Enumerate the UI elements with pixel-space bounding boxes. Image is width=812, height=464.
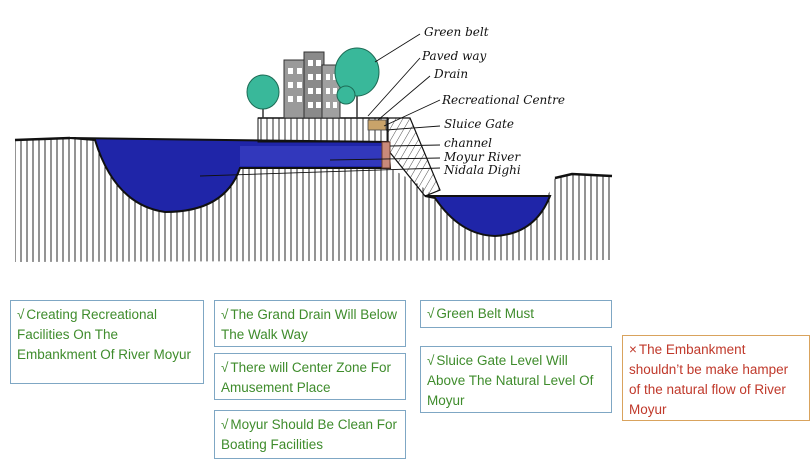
- check-mark-icon: √: [427, 306, 435, 321]
- cross-mark-icon: ×: [629, 342, 637, 357]
- note-sluice-gate-level: √Sluice Gate Level Will Above The Natura…: [420, 346, 612, 413]
- label-nidala-dighi: Nidala Dighi: [443, 163, 521, 177]
- moyur-river-water: [424, 195, 552, 238]
- buildings: [283, 51, 341, 119]
- note-moyur-clean: √Moyur Should Be Clean For Boating Facil…: [214, 410, 406, 459]
- note-text: Moyur Should Be Clean For Boating Facili…: [221, 417, 398, 452]
- label-sluice-gate: Sluice Gate: [444, 117, 514, 131]
- note-text: The Embankment shouldn’t be make hamper …: [629, 342, 789, 417]
- label-recreational-centre: Recreational Centre: [441, 93, 565, 107]
- check-mark-icon: √: [17, 307, 25, 322]
- label-drain: Drain: [433, 67, 468, 81]
- sluice-gate: [381, 141, 391, 169]
- note-embankment-warning: ×The Embankment shouldn’t be make hamper…: [622, 335, 810, 421]
- embankment-section-diagram: Green belt Paved way Drain Recreational …: [14, 25, 613, 262]
- label-green-belt: Green belt: [424, 25, 489, 39]
- label-moyur-river: Moyur River: [443, 150, 521, 164]
- note-green-belt: √Green Belt Must: [420, 300, 612, 328]
- note-text: Creating Recreational Facilities On The …: [17, 307, 192, 362]
- leader-lines: [199, 33, 441, 177]
- note-grand-drain: √The Grand Drain Will Below The Walk Way: [214, 300, 406, 347]
- note-text: The Grand Drain Will Below The Walk Way: [221, 307, 397, 342]
- recreational-centre: [367, 119, 387, 131]
- label-paved-way: Paved way: [421, 49, 486, 63]
- note-text: Green Belt Must: [436, 306, 534, 321]
- check-mark-icon: √: [221, 307, 229, 322]
- note-text: There will Center Zone For Amusement Pla…: [221, 360, 391, 395]
- label-channel: channel: [444, 136, 492, 150]
- note-recreational-facilities: √Creating Recreational Facilities On The…: [10, 300, 204, 384]
- channel-water: [240, 146, 385, 166]
- green-belt-trees: [246, 47, 380, 118]
- check-mark-icon: √: [221, 417, 229, 432]
- check-mark-icon: √: [427, 353, 435, 368]
- check-mark-icon: √: [221, 360, 229, 375]
- note-center-zone: √There will Center Zone For Amusement Pl…: [214, 353, 406, 400]
- note-text: Sluice Gate Level Will Above The Natural…: [427, 353, 594, 408]
